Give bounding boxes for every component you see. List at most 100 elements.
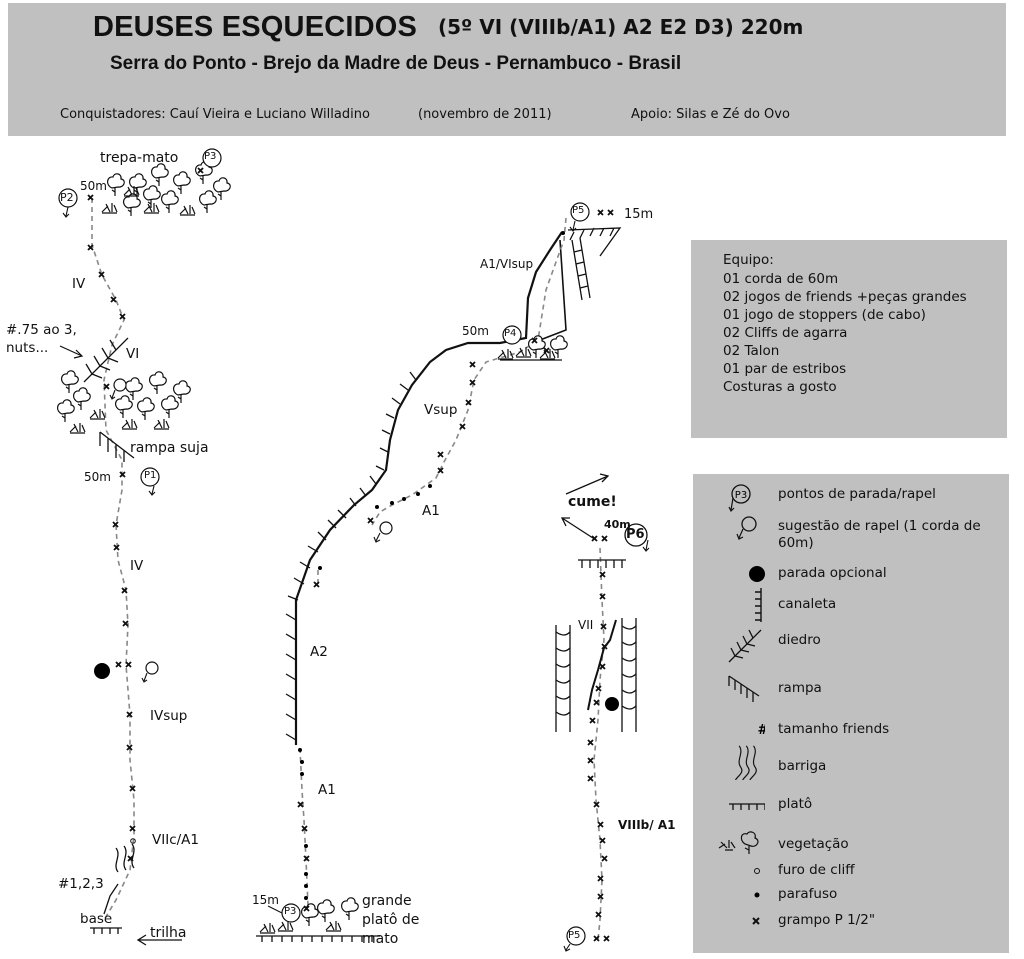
bolt-marks bbox=[298, 231, 565, 900]
legend-label: sugestão de rapel (1 corda de 60m) bbox=[778, 518, 981, 551]
label-plato-de: platô de bbox=[362, 912, 420, 928]
belay-station-icon bbox=[502, 325, 522, 345]
bolt-icon bbox=[754, 892, 760, 898]
label-length-40m: 40m bbox=[604, 518, 631, 531]
plateau-icon bbox=[729, 803, 765, 810]
belay-station-icon bbox=[570, 202, 590, 222]
legend-label: tamanho friends bbox=[778, 721, 890, 737]
grade-label-vii: VII bbox=[578, 618, 594, 632]
ramp-icon bbox=[728, 675, 760, 702]
legend-label: rampa bbox=[778, 680, 822, 696]
svg-text:P3: P3 bbox=[735, 490, 747, 501]
belay-station-icon: P3 bbox=[728, 484, 751, 513]
label-mato: mato bbox=[362, 931, 399, 947]
label-cume: cume! bbox=[568, 494, 617, 510]
first-ascent-date: (novembro de 2011) bbox=[418, 107, 552, 122]
piton-marks bbox=[87, 167, 204, 862]
label-length-50m-p1: 50m bbox=[84, 470, 111, 484]
equipment-item: 01 corda de 60m bbox=[723, 271, 839, 287]
legend-label: pontos de parada/rapel bbox=[778, 486, 936, 502]
equipment-item: 02 Talon bbox=[723, 343, 780, 359]
grade-label-viiib-a1: VIIIb/ A1 bbox=[618, 818, 676, 832]
bulge-icon bbox=[734, 745, 757, 780]
piton-marks bbox=[587, 535, 610, 942]
belay-label-p6: P6 bbox=[626, 527, 645, 542]
belay-station-icon bbox=[566, 926, 586, 946]
equipment-item: 02 jogos de friends +peças grandes bbox=[723, 289, 967, 305]
label-base: base bbox=[80, 911, 113, 927]
first-ascent-credits: Conquistadores: Cauí Vieira e Luciano Wi… bbox=[60, 107, 370, 122]
belay-label-p5-top: P5 bbox=[572, 205, 585, 216]
belay-station-icon bbox=[624, 523, 648, 547]
left-route bbox=[56, 148, 231, 946]
grade-label-a1-upper: A1 bbox=[422, 503, 440, 519]
right-route bbox=[555, 473, 650, 952]
equipment-heading: Equipo: bbox=[723, 252, 774, 268]
optional-belay-icon bbox=[94, 663, 110, 679]
grade-label-vi: VI bbox=[126, 346, 140, 362]
legend-label: barriga bbox=[778, 758, 827, 774]
grade-label-vsup: Vsup bbox=[424, 402, 458, 418]
belay-label-p4: P4 bbox=[504, 328, 517, 339]
piton-icon bbox=[752, 917, 760, 925]
label-grande: grande bbox=[362, 893, 412, 909]
belay-label-p3-middle: P3 bbox=[284, 906, 297, 917]
grade-label-iv-upper: IV bbox=[72, 276, 86, 292]
legend-label: vegetação bbox=[778, 836, 849, 852]
rappel-suggestion-icon bbox=[736, 516, 757, 540]
legend-box: P3 pontos de parada/rapel sugestão de ra… bbox=[693, 474, 1009, 953]
grade-label-a2: A2 bbox=[310, 644, 328, 660]
legend-label: grampo P 1/2" bbox=[778, 912, 876, 928]
cliff-hole-icon bbox=[130, 838, 136, 844]
legend-label: diedro bbox=[778, 632, 821, 648]
equipment-box: Equipo: 01 corda de 60m 02 jogos de frie… bbox=[691, 240, 1007, 438]
header-banner: DEUSES ESQUECIDOS (5º VI (VIIIb/A1) A2 E… bbox=[8, 3, 1006, 136]
grade-label-viic-a1: VIIc/A1 bbox=[152, 832, 199, 848]
equipment-item: 01 jogo de stoppers (de cabo) bbox=[723, 307, 926, 323]
route-grade: (5º VI (VIIIb/A1) A2 E2 D3) 220m bbox=[438, 15, 804, 39]
label-trilha: trilha bbox=[150, 925, 187, 941]
optional-belay-icon bbox=[605, 697, 619, 711]
label-trepa-mato: trepa-mato bbox=[100, 150, 179, 166]
label-length-15m-bottom: 15m bbox=[252, 893, 279, 907]
grade-label-ivsup: IVsup bbox=[150, 708, 188, 724]
support-credits: Apoio: Silas e Zé do Ovo bbox=[631, 107, 790, 122]
legend-label: parafuso bbox=[778, 886, 838, 902]
label-length-50m-middle: 50m bbox=[462, 324, 489, 338]
equipment-item: Costuras a gosto bbox=[723, 379, 837, 395]
cliff-hole-icon bbox=[754, 868, 760, 874]
svg-text:#: # bbox=[758, 723, 765, 738]
chimney-icon bbox=[755, 588, 762, 622]
belay-station-icon bbox=[140, 467, 160, 487]
gear-label-123: #1,2,3 bbox=[58, 876, 104, 892]
grade-label-a1-visup: A1/VIsup bbox=[480, 257, 534, 271]
legend-label: platô bbox=[778, 796, 813, 812]
middle-route bbox=[256, 202, 622, 942]
vegetation-icon bbox=[718, 831, 759, 854]
dihedral-icon bbox=[728, 629, 762, 663]
gear-note-line-1: #.75 ao 3, bbox=[6, 322, 77, 338]
equipment-item: 02 Cliffs de agarra bbox=[723, 325, 848, 341]
gear-note-line-2: nuts... bbox=[6, 340, 49, 356]
legend-label: furo de cliff bbox=[778, 862, 855, 878]
rappel-suggestion-icon bbox=[145, 661, 159, 675]
label-rampa-suja: rampa suja bbox=[130, 440, 209, 456]
belay-station-icon bbox=[202, 148, 222, 168]
label-length-15m-top: 15m bbox=[624, 207, 654, 222]
belay-label-p5-bottom: P5 bbox=[568, 930, 581, 941]
piton-marks bbox=[297, 209, 614, 912]
rappel-suggestion-icon bbox=[379, 521, 393, 535]
route-location: Serra do Ponto - Brejo da Madre de Deus … bbox=[110, 53, 682, 74]
route-title: DEUSES ESQUECIDOS bbox=[93, 11, 418, 43]
label-length-50m-top: 50m bbox=[80, 179, 107, 193]
legend-label: canaleta bbox=[778, 596, 837, 612]
belay-label-p2: P2 bbox=[60, 191, 74, 204]
belay-label-p3-left: P3 bbox=[204, 151, 217, 162]
grade-label-iv-lower: IV bbox=[130, 558, 144, 574]
belay-label-p1: P1 bbox=[144, 470, 157, 481]
belay-station-icon bbox=[281, 903, 301, 923]
equipment-item: 01 par de estribos bbox=[723, 361, 847, 377]
rappel-suggestion-icon bbox=[113, 378, 127, 392]
legend-label: parada opcional bbox=[778, 565, 887, 581]
